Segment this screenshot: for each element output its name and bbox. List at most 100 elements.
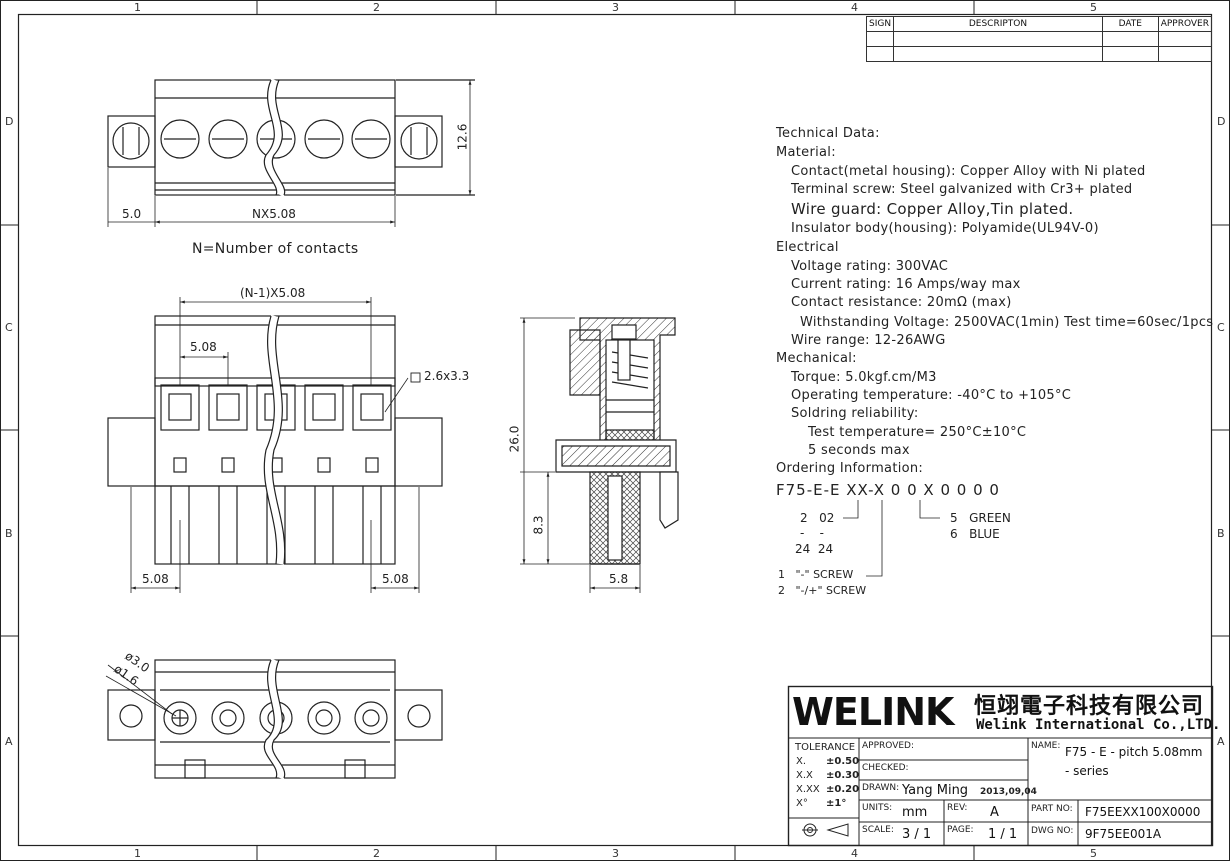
- dim-front-span: (N-1)X5.08: [240, 286, 306, 300]
- zone-col-2-top: 2: [373, 1, 380, 14]
- rev-row: [865, 46, 1213, 62]
- dim-front-pitch: 5.08: [190, 340, 217, 354]
- zone-col-2-bottom: 2: [373, 847, 380, 860]
- zone-col-1-bottom: 1: [134, 847, 141, 860]
- tech-current: Current rating: 16 Amps/way max: [791, 277, 1021, 292]
- drawn-by: Yang Ming: [902, 783, 969, 798]
- zone-row-d-left: D: [5, 115, 14, 128]
- tech-electrical: Electrical: [776, 240, 839, 255]
- rev-value: A: [990, 805, 999, 820]
- bottom-view: [105, 658, 443, 780]
- dwg-no-label: DWG NO:: [1031, 826, 1074, 836]
- rev-header-date: DATE: [1101, 16, 1159, 32]
- dim-top-span: NX5.08: [252, 207, 296, 221]
- zone-row-b-right: B: [1217, 527, 1225, 540]
- order-color-blue: 6 BLUE: [950, 527, 1000, 541]
- order-screw-1: 1 "-" SCREW: [778, 568, 854, 581]
- zone-row-c-left: C: [5, 321, 13, 334]
- tech-insulator: Insulator body(housing): Polyamide(UL94V…: [791, 221, 1099, 236]
- tech-mechanical: Mechanical:: [776, 351, 857, 366]
- dim-side-lower-height: 8.3: [531, 515, 546, 535]
- scale-value: 3 / 1: [902, 827, 932, 842]
- tech-soldering: Soldring reliability:: [791, 406, 919, 421]
- order-poles-max: 24 24: [795, 542, 834, 556]
- title-block-frame: [787, 685, 1214, 847]
- tol-val-3: ±1°: [826, 798, 847, 809]
- order-code: F75-E-E XX-X 0 0 X 0 0 0 0: [776, 481, 1000, 499]
- zone-row-a-left: A: [5, 735, 13, 748]
- dim-front-left-pitch: 5.08: [142, 572, 169, 586]
- side-section-view: [520, 317, 679, 593]
- rev-header-sign: SIGN: [865, 16, 895, 32]
- contact-pins: [173, 457, 379, 473]
- name-label: NAME:: [1031, 741, 1061, 751]
- tech-voltage: Voltage rating: 300VAC: [791, 259, 949, 274]
- tech-contact: Contact(metal housing): Copper Alloy wit…: [791, 164, 1146, 179]
- ordering-leaders: [843, 500, 940, 577]
- company-name-en: Welink International Co.,LTD.: [976, 717, 1221, 733]
- tol-key-3: X°: [796, 798, 808, 809]
- name-line-1: F75 - E - pitch 5.08mm: [1065, 745, 1203, 759]
- tol-key-1: X.X: [796, 770, 813, 781]
- zone-row-c-right: C: [1217, 321, 1225, 334]
- company-name-cn: 恒翊電子科技有限公司: [974, 693, 1205, 719]
- tech-seconds: 5 seconds max: [808, 443, 910, 458]
- approved-label: APPROVED:: [862, 741, 914, 751]
- tol-val-1: ±0.30: [826, 770, 860, 781]
- zone-col-5-bottom: 5: [1090, 847, 1097, 860]
- tech-wire-guard: Wire guard: Copper Alloy,Tin plated.: [791, 200, 1074, 218]
- rev-header-approver: APPROVER: [1157, 16, 1213, 32]
- order-poles-dash: - -: [800, 526, 824, 540]
- dwg-no-value: 9F75EE001A: [1085, 827, 1162, 841]
- part-no-label: PART NO:: [1031, 804, 1073, 814]
- zone-col-1-top: 1: [134, 1, 141, 14]
- tech-resistance: Contact resistance: 20mΩ (max): [791, 295, 1012, 310]
- tech-wire-range: Wire range: 12-26AWG: [791, 333, 946, 348]
- zone-col-4-bottom: 4: [851, 847, 858, 860]
- tol-key-0: X.: [796, 756, 807, 767]
- rev-label: REV:: [947, 803, 968, 813]
- units-label: UNITS:: [862, 803, 893, 813]
- note-contacts: N=Number of contacts: [192, 241, 359, 257]
- dim-front-right-pitch: 5.08: [382, 572, 409, 586]
- rev-header-description: DESCRIPTON: [893, 16, 1103, 32]
- dim-side-total-height: 26.0: [507, 425, 522, 453]
- tech-torque: Torque: 5.0kgf.cm/M3: [791, 370, 937, 385]
- units-value: mm: [902, 805, 928, 820]
- order-color-green: 5 GREEN: [950, 511, 1011, 525]
- order-poles-min: 2 02: [800, 511, 835, 525]
- zone-col-3-top: 3: [612, 1, 619, 14]
- revision-table: SIGN DESCRIPTON DATE APPROVER: [865, 16, 1213, 62]
- drawn-label: DRAWN:: [862, 783, 900, 793]
- tech-withstanding: Withstanding Voltage: 2500VAC(1min) Test…: [800, 315, 1214, 330]
- top-view: [107, 78, 475, 227]
- zone-row-a-right: A: [1217, 735, 1225, 748]
- part-no-value: F75EEXX100X0000: [1085, 805, 1201, 819]
- tech-heading: Technical Data:: [776, 126, 880, 141]
- zone-col-4-top: 4: [851, 1, 858, 14]
- brand-logo: WELINK: [792, 690, 954, 734]
- rev-row: [865, 31, 1213, 47]
- tol-val-2: ±0.20: [826, 784, 860, 795]
- dim-front-window: 2.6x3.3: [424, 369, 470, 383]
- dim-top-height: 12.6: [455, 123, 470, 151]
- tol-key-2: X.XX: [796, 784, 820, 795]
- tolerance-label: TOLERANCE: [795, 742, 856, 753]
- zone-col-5-top: 5: [1090, 1, 1097, 14]
- tech-ordering-heading: Ordering Information:: [776, 461, 924, 476]
- front-view: [107, 297, 443, 593]
- checked-label: CHECKED:: [862, 763, 909, 773]
- tech-test-temp: Test temperature= 250°C±10°C: [808, 425, 1027, 440]
- dim-top-left: 5.0: [122, 207, 142, 221]
- name-line-2: - series: [1065, 764, 1109, 778]
- zone-row-d-right: D: [1217, 115, 1226, 128]
- page-label: PAGE:: [947, 825, 974, 835]
- tol-val-0: ±0.50: [826, 756, 860, 767]
- scale-label: SCALE:: [862, 825, 894, 835]
- order-screw-2: 2 "-/+" SCREW: [778, 584, 867, 597]
- tech-material: Material:: [776, 145, 836, 160]
- zone-row-b-left: B: [5, 527, 13, 540]
- zone-col-3-bottom: 3: [612, 847, 619, 860]
- tech-screw: Terminal screw: Steel galvanized with Cr…: [791, 182, 1133, 197]
